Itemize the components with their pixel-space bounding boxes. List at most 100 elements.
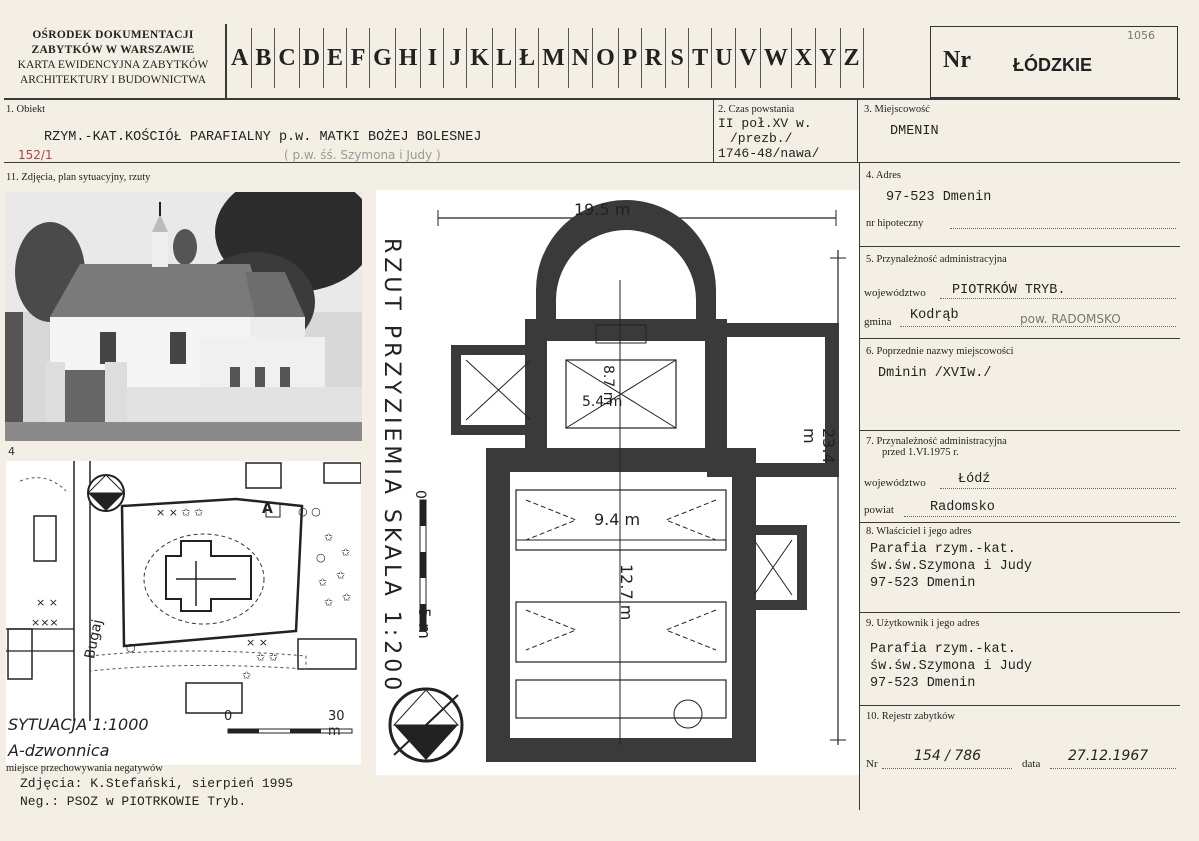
index-letter: R: [642, 28, 667, 88]
wlasciciel-label: 8. Właściciel i jego adres: [866, 526, 972, 537]
obiekt-code: 152/1: [18, 148, 53, 162]
obiekt-hand-note: ( p.w. śś. Szymona i Judy ): [284, 148, 441, 162]
dim-nave-width: 9.4 m: [594, 510, 641, 529]
svg-text:✩: ✩: [341, 546, 350, 559]
site-scale-0: 0: [224, 709, 233, 724]
marker-a: A: [262, 501, 273, 517]
index-letter: H: [396, 28, 422, 88]
zdjecia-label: 11. Zdjęcia, plan sytuacyjny, rzuty: [6, 172, 151, 183]
org-line1: OŚRODEK DOKUMENTACJI: [32, 29, 194, 41]
woj-label: województwo: [864, 287, 926, 299]
index-letter: C: [275, 28, 300, 88]
index-letter: Y: [816, 28, 841, 88]
czas-line2: /prezb./: [730, 131, 793, 146]
powiat-value: Radomsko: [930, 500, 995, 515]
czas-line1: II poł.XV w.: [718, 116, 812, 131]
uzytkownik-line1: Parafia rzym.-kat.: [870, 642, 1016, 657]
neg-label: miejsce przechowywania negatywów: [6, 763, 163, 774]
site-title: SYTUACJA 1:1000: [8, 715, 149, 734]
number-box: Nr ŁÓDZKIE 1056: [930, 26, 1178, 98]
gmina-label: gmina: [864, 316, 892, 328]
region-name: ŁÓDZKIE: [1013, 55, 1092, 75]
index-letter: P: [619, 28, 642, 88]
woj-value: PIOTRKÓW TRYB.: [952, 283, 1066, 298]
index-letter: A: [228, 28, 253, 88]
svg-text:×××: ×××: [31, 616, 59, 629]
svg-text:✩: ✩: [324, 596, 333, 609]
dim-presbytery-width: 5.4 m: [582, 394, 623, 410]
svg-text:✩: ✩: [242, 669, 251, 682]
rejestr-data-label: data: [1022, 758, 1041, 770]
index-letter: F: [347, 28, 371, 88]
pencil-stamp: 1056: [1127, 29, 1155, 42]
org-line2: ZABYTKÓW W WARSZAWIE: [31, 44, 195, 56]
rejestr-nr-value: 154 / 786: [914, 748, 982, 764]
org-line3: KARTA EWIDENCYJNA ZABYTKÓW: [17, 59, 209, 71]
poprz-value: Dminin /XVIw./: [878, 366, 992, 381]
adres-value: 97-523 Dmenin: [886, 190, 992, 205]
woj75-value: Łódź: [958, 472, 991, 487]
wlasciciel-line1: Parafia rzym.-kat.: [870, 542, 1016, 557]
svg-text:✩ ✩: ✩ ✩: [256, 651, 278, 664]
index-letter: Z: [841, 28, 864, 88]
church-photo: [5, 192, 362, 441]
index-letter: S: [666, 28, 690, 88]
site-legend: A-dzwonnica: [8, 741, 110, 760]
przyn-label: 5. Przynależność administracyjna: [866, 254, 1007, 265]
wlasciciel-line2: św.św.Szymona i Judy: [870, 559, 1033, 574]
plan-title: RZUT PRZYZIEMIA SKALA 1:200: [379, 238, 404, 695]
index-letter: N: [569, 28, 594, 88]
index-letter: V: [736, 28, 761, 88]
miejscowosc-label: 3. Miejscowość: [864, 104, 930, 115]
svg-text:✩: ✩: [318, 576, 327, 589]
rejestr-nr-label: Nr: [866, 758, 878, 770]
nr-label: Nr: [943, 47, 971, 73]
index-letter: J: [444, 28, 468, 88]
dim-height: 23.4 m: [800, 428, 838, 464]
index-letter: L: [493, 28, 517, 88]
svg-text:× × ✩ ✩: × × ✩ ✩: [156, 506, 203, 519]
site-scale-30: 30 m: [328, 709, 345, 739]
czas-line3: 1746-48/nawa/: [718, 146, 820, 161]
obiekt-value: RZYM.-KAT.KOŚCIÓŁ PARAFIALNY p.w. MATKI …: [44, 130, 482, 145]
index-letter: I: [421, 28, 445, 88]
svg-text:○: ○: [316, 551, 326, 564]
gmina-hand: pow. RADOMSKO: [1020, 312, 1121, 326]
index-letter: M: [539, 28, 569, 88]
woj75-label: województwo: [864, 477, 926, 489]
index-letter: T: [689, 28, 713, 88]
obiekt-label: 1. Obiekt: [6, 104, 46, 115]
powiat-label: powiat: [864, 504, 894, 516]
index-letter: E: [324, 28, 348, 88]
index-letter: G: [370, 28, 396, 88]
issuer-block: OŚRODEK DOKUMENTACJI ZABYTKÓW W WARSZAWI…: [4, 28, 222, 88]
dim-width: 19.5 m: [574, 200, 631, 219]
svg-text:× ×: × ×: [246, 636, 268, 649]
plan-scale-5: 5 m: [415, 608, 434, 639]
uzytkownik-line2: św.św.Szymona i Judy: [870, 659, 1033, 674]
negative-location: Neg.: PSOZ w PIOTRKOWIE Tryb.: [20, 794, 247, 809]
przyn75-label2: przed 1.VI.1975 r.: [882, 447, 959, 458]
index-letter: D: [300, 28, 325, 88]
przyn75-label: 7. Przynależność administracyjna: [866, 436, 1007, 447]
ground-floor-plan: 19.5 m 23.4 m 8.7 m 5.4 m 9.4 m 12.7 m 0…: [376, 190, 860, 775]
index-letter: B: [252, 28, 276, 88]
dim-nave-length: 12.7 m: [617, 564, 636, 621]
czas-label: 2. Czas powstania: [718, 104, 795, 115]
adres-label: 4. Adres: [866, 170, 901, 181]
photo-number: 4: [8, 445, 15, 458]
index-letter: K: [467, 28, 494, 88]
svg-text:✩: ✩: [324, 531, 333, 544]
photo-credit: Zdjęcia: K.Stefański, sierpień 1995: [20, 776, 294, 791]
index-letter: Ł: [516, 28, 540, 88]
uzytkownik-line3: 97-523 Dmenin: [870, 676, 976, 691]
svg-text:✩: ✩: [342, 591, 351, 604]
svg-text:× ×: × ×: [36, 596, 58, 609]
wlasciciel-line3: 97-523 Dmenin: [870, 576, 976, 591]
gmina-value: Kodrąb: [910, 308, 959, 323]
rejestr-label: 10. Rejestr zabytków: [866, 711, 955, 722]
svg-text:✩: ✩: [336, 569, 345, 582]
index-letter: X: [792, 28, 817, 88]
org-line4: ARCHITEKTURY I BUDOWNICTWA: [19, 74, 207, 86]
